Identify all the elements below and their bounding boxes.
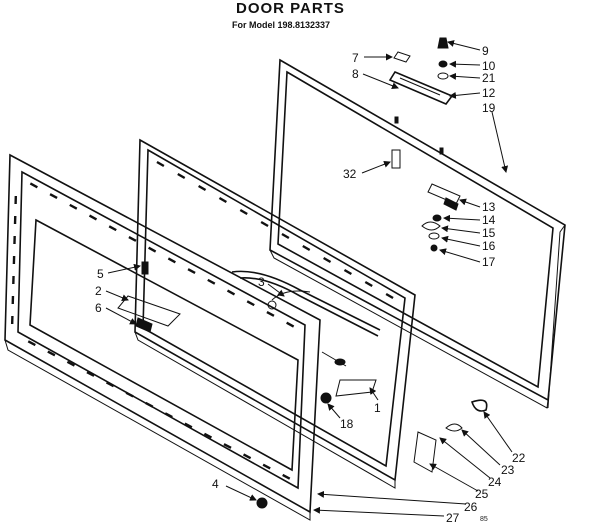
panel-slots — [10, 160, 394, 480]
panel-slot — [203, 432, 213, 439]
middle-glass-frame — [134, 138, 416, 489]
panel-slot — [167, 257, 176, 264]
panel-slot — [156, 160, 165, 168]
inner-door-panel — [4, 153, 321, 521]
callout-6: 6 — [95, 301, 102, 315]
panel-slot — [302, 244, 311, 252]
callout-24: 24 — [488, 475, 502, 489]
bottom-hinge-parts — [256, 399, 488, 509]
callout-26: 26 — [464, 500, 478, 514]
panel-slot — [239, 208, 248, 216]
latch-assembly — [117, 261, 181, 333]
panel-slot — [10, 315, 14, 325]
callout-17: 17 — [482, 255, 496, 269]
panel-slot — [177, 172, 186, 180]
panel-slot — [282, 473, 291, 480]
panel-slot — [286, 321, 295, 328]
back-door-frame — [269, 58, 566, 409]
panel-slot — [13, 235, 16, 245]
panel-slot — [266, 310, 275, 317]
callout-16: 16 — [482, 239, 496, 253]
callout-27: 27 — [446, 511, 460, 525]
panel-slot — [105, 381, 115, 388]
panel-slot — [226, 289, 236, 296]
panel-slot — [343, 268, 352, 276]
panel-slot — [148, 246, 157, 253]
callout-labels: 7 8 9 10 21 12 19 32 13 14 15 16 17 5 2 … — [95, 44, 526, 525]
callout-15: 15 — [482, 226, 496, 240]
page-title: DOOR PARTS — [236, 0, 345, 17]
panel-slot — [29, 182, 38, 189]
panel-slot — [125, 391, 134, 398]
panel-slot — [47, 350, 56, 357]
panel-slot — [187, 268, 196, 275]
leader-lines — [105, 40, 513, 517]
callout-21: 21 — [482, 71, 496, 85]
callout-3: 3 — [258, 275, 265, 289]
panel-slot — [246, 300, 255, 307]
panel-slot — [12, 255, 16, 265]
callout-25: 25 — [475, 487, 489, 501]
callout-8: 8 — [352, 67, 359, 81]
callout-5: 5 — [97, 267, 104, 281]
panel-slot — [14, 195, 18, 205]
corner-mark: 85 — [480, 516, 488, 523]
callout-10: 10 — [482, 59, 496, 73]
top-hinge-parts — [388, 37, 454, 155]
callout-32: 32 — [343, 167, 357, 181]
panel-slot — [69, 203, 78, 210]
panel-slot — [198, 184, 207, 192]
callout-9: 9 — [482, 44, 489, 58]
callout-18: 18 — [340, 417, 354, 431]
callout-14: 14 — [482, 213, 496, 227]
panel-slot — [12, 275, 15, 285]
side-hardware — [421, 183, 461, 252]
panel-slot — [11, 295, 15, 305]
callout-12: 12 — [482, 86, 496, 100]
panel-slot — [223, 443, 232, 449]
panel-slot — [128, 235, 137, 242]
panel-slot — [260, 220, 269, 228]
callout-19: 19 — [482, 101, 496, 115]
panel-slot — [88, 214, 98, 221]
panel-slot — [184, 422, 193, 429]
hinge-wire — [231, 270, 381, 337]
panel-slot — [281, 232, 290, 240]
panel-slot — [27, 340, 36, 347]
callout-22: 22 — [512, 451, 526, 465]
panel-slot — [218, 196, 227, 204]
wiring-harness — [320, 351, 377, 404]
panel-slot — [364, 280, 373, 288]
panel-slot — [66, 360, 76, 367]
panel-slot — [13, 215, 17, 225]
panel-slot — [207, 278, 216, 285]
callout-4: 4 — [212, 477, 219, 491]
panel-slot — [262, 463, 271, 470]
screw-32 — [391, 149, 401, 169]
callout-1: 1 — [374, 401, 381, 415]
callout-7: 7 — [352, 51, 359, 65]
panel-slot — [86, 371, 95, 377]
callout-13: 13 — [482, 200, 496, 214]
callout-23: 23 — [501, 463, 515, 477]
panel-slot — [323, 256, 332, 264]
panel-slot — [108, 225, 117, 232]
panel-slot — [385, 292, 394, 300]
panel-slot — [49, 193, 58, 200]
panel-slot — [145, 401, 154, 408]
model-number: For Model 198.8132337 — [232, 20, 331, 30]
panel-slot — [242, 453, 252, 460]
callout-2: 2 — [95, 284, 102, 298]
panel-slot — [164, 412, 173, 419]
